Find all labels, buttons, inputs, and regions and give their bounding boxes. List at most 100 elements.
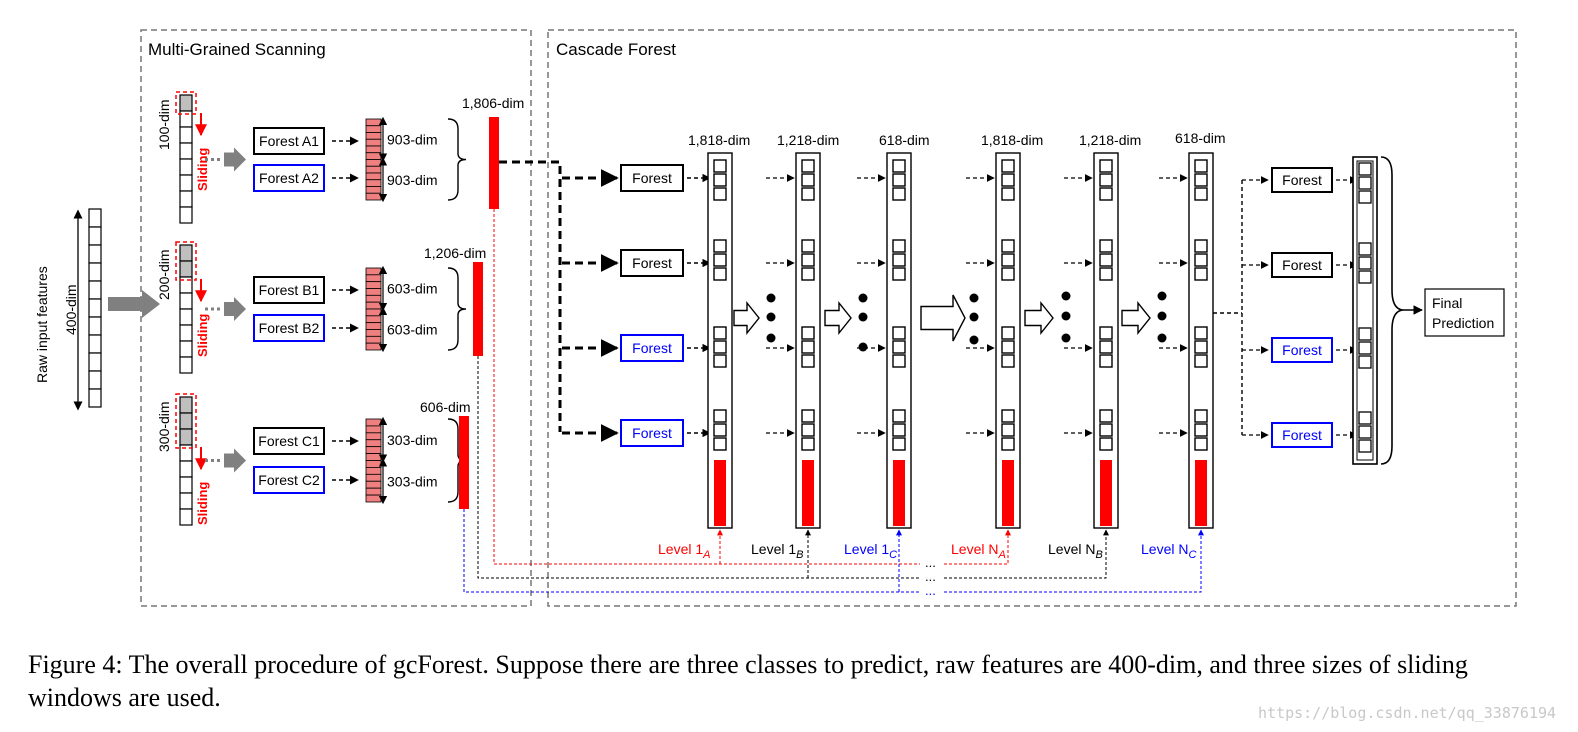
level-subscript: C bbox=[1188, 549, 1196, 561]
class-vector-cell bbox=[365, 487, 382, 496]
class-vector-box bbox=[892, 326, 906, 340]
class-vector-box bbox=[713, 340, 727, 354]
window-cell bbox=[179, 174, 193, 192]
scan-forest-box bbox=[253, 127, 325, 155]
class-vector-box bbox=[1001, 159, 1015, 173]
continuation-dot bbox=[969, 312, 979, 322]
class-vector-cell bbox=[365, 172, 382, 181]
level-subscript: C bbox=[889, 549, 897, 561]
scan-forest-label: Forest B1 bbox=[259, 282, 320, 298]
class-vector-box bbox=[1099, 187, 1113, 201]
class-vector-cell bbox=[365, 329, 382, 337]
class-vector-box bbox=[1099, 267, 1113, 281]
cascade-forest-label: Forest bbox=[632, 425, 672, 441]
level-subscript: B bbox=[796, 549, 803, 561]
cascade-forest-box bbox=[620, 249, 684, 277]
raw-vector-cell bbox=[88, 280, 102, 300]
class-vector-box bbox=[892, 187, 906, 201]
level-label: Level NC bbox=[1141, 541, 1196, 561]
class-vector-box bbox=[1194, 239, 1208, 253]
sliding-label: Sliding bbox=[195, 148, 210, 191]
raw-vector-cell bbox=[88, 226, 102, 246]
class-vector-cell bbox=[365, 494, 382, 503]
scan-forest-label: Forest A2 bbox=[259, 170, 319, 186]
cascade-forest-box bbox=[620, 334, 684, 362]
scan-forest-box bbox=[253, 164, 325, 192]
window-cell bbox=[179, 356, 193, 374]
scan-gray-arrow bbox=[224, 147, 246, 172]
window-cell bbox=[179, 508, 193, 526]
window-cell bbox=[179, 142, 193, 160]
window-cell bbox=[179, 476, 193, 494]
cascade-forest-label: Forest bbox=[632, 255, 672, 271]
class-vector-cell bbox=[365, 460, 382, 468]
class-vector-box bbox=[713, 409, 727, 423]
window-cell bbox=[179, 460, 193, 478]
augmented-feature-bar bbox=[802, 460, 814, 526]
class-vector-box bbox=[1194, 187, 1208, 201]
concat-dim-label: 1,206-dim bbox=[424, 245, 486, 261]
class-vector-cell bbox=[365, 467, 382, 475]
class-vector-cell bbox=[365, 281, 382, 289]
class-vector-cell bbox=[365, 315, 382, 324]
level-label: Level 1C bbox=[844, 541, 897, 561]
window-cell bbox=[179, 244, 193, 262]
final-prediction-line2: Prediction bbox=[1432, 315, 1494, 331]
continuation-dot bbox=[1061, 333, 1071, 343]
class-vector-box bbox=[1099, 159, 1113, 173]
class-vector-cell bbox=[365, 308, 382, 317]
final-class-box bbox=[1358, 411, 1372, 425]
window-cell bbox=[179, 428, 193, 446]
level-label: Level NB bbox=[1048, 541, 1103, 561]
class-vector-box bbox=[1001, 423, 1015, 437]
class-vector-cell bbox=[365, 145, 382, 154]
class-vector-dim-label: 903-dim bbox=[387, 131, 438, 147]
final-forest-box bbox=[1271, 422, 1333, 448]
scan-forest-label: Forest C1 bbox=[258, 433, 320, 449]
augmented-feature-bar bbox=[1195, 460, 1207, 526]
continuation-dot bbox=[1157, 333, 1167, 343]
class-vector-cell bbox=[365, 179, 382, 187]
window-highlight bbox=[175, 393, 197, 449]
final-forest-label: Forest bbox=[1282, 427, 1322, 443]
class-vector-box bbox=[1194, 326, 1208, 340]
continuation-dot bbox=[766, 333, 776, 343]
class-vector-dim-label: 603-dim bbox=[387, 281, 438, 297]
class-vector-cell bbox=[365, 288, 382, 296]
router-trunk bbox=[499, 160, 562, 432]
concat-feature-bar bbox=[459, 416, 469, 509]
final-class-box bbox=[1358, 327, 1372, 341]
class-vector-box bbox=[801, 187, 815, 201]
continuation-dot bbox=[969, 293, 979, 303]
augmented-feature-bar bbox=[1002, 460, 1014, 526]
raw-vector-cell bbox=[88, 298, 102, 318]
class-vector-box bbox=[892, 354, 906, 368]
window-highlight bbox=[175, 241, 197, 281]
raw-vector-cell bbox=[88, 352, 102, 372]
feedback-route-c bbox=[463, 509, 920, 593]
continuation-dot bbox=[858, 312, 868, 322]
window-cell bbox=[179, 190, 193, 208]
continuation-dot bbox=[969, 335, 979, 345]
augmented-feature-bar bbox=[714, 460, 726, 526]
continuation-dot bbox=[858, 342, 868, 352]
class-vector-dim-label: 303-dim bbox=[387, 432, 438, 448]
class-vector-box bbox=[801, 173, 815, 187]
class-vector-box bbox=[1001, 437, 1015, 451]
continuation-dot bbox=[1157, 311, 1167, 321]
class-vector-cell bbox=[365, 418, 382, 427]
class-vector-dim-label: 303-dim bbox=[387, 473, 438, 489]
class-vector-box bbox=[892, 173, 906, 187]
class-vector-box bbox=[1194, 409, 1208, 423]
level-dim-label: 1,818-dim bbox=[981, 132, 1043, 148]
final-class-vectors-inner bbox=[1356, 160, 1374, 461]
class-vector-box bbox=[892, 340, 906, 354]
class-vector-cell bbox=[365, 322, 382, 330]
final-class-box bbox=[1358, 355, 1372, 369]
cascade-stage-arrow bbox=[733, 301, 760, 335]
class-vector-cell bbox=[365, 138, 382, 147]
